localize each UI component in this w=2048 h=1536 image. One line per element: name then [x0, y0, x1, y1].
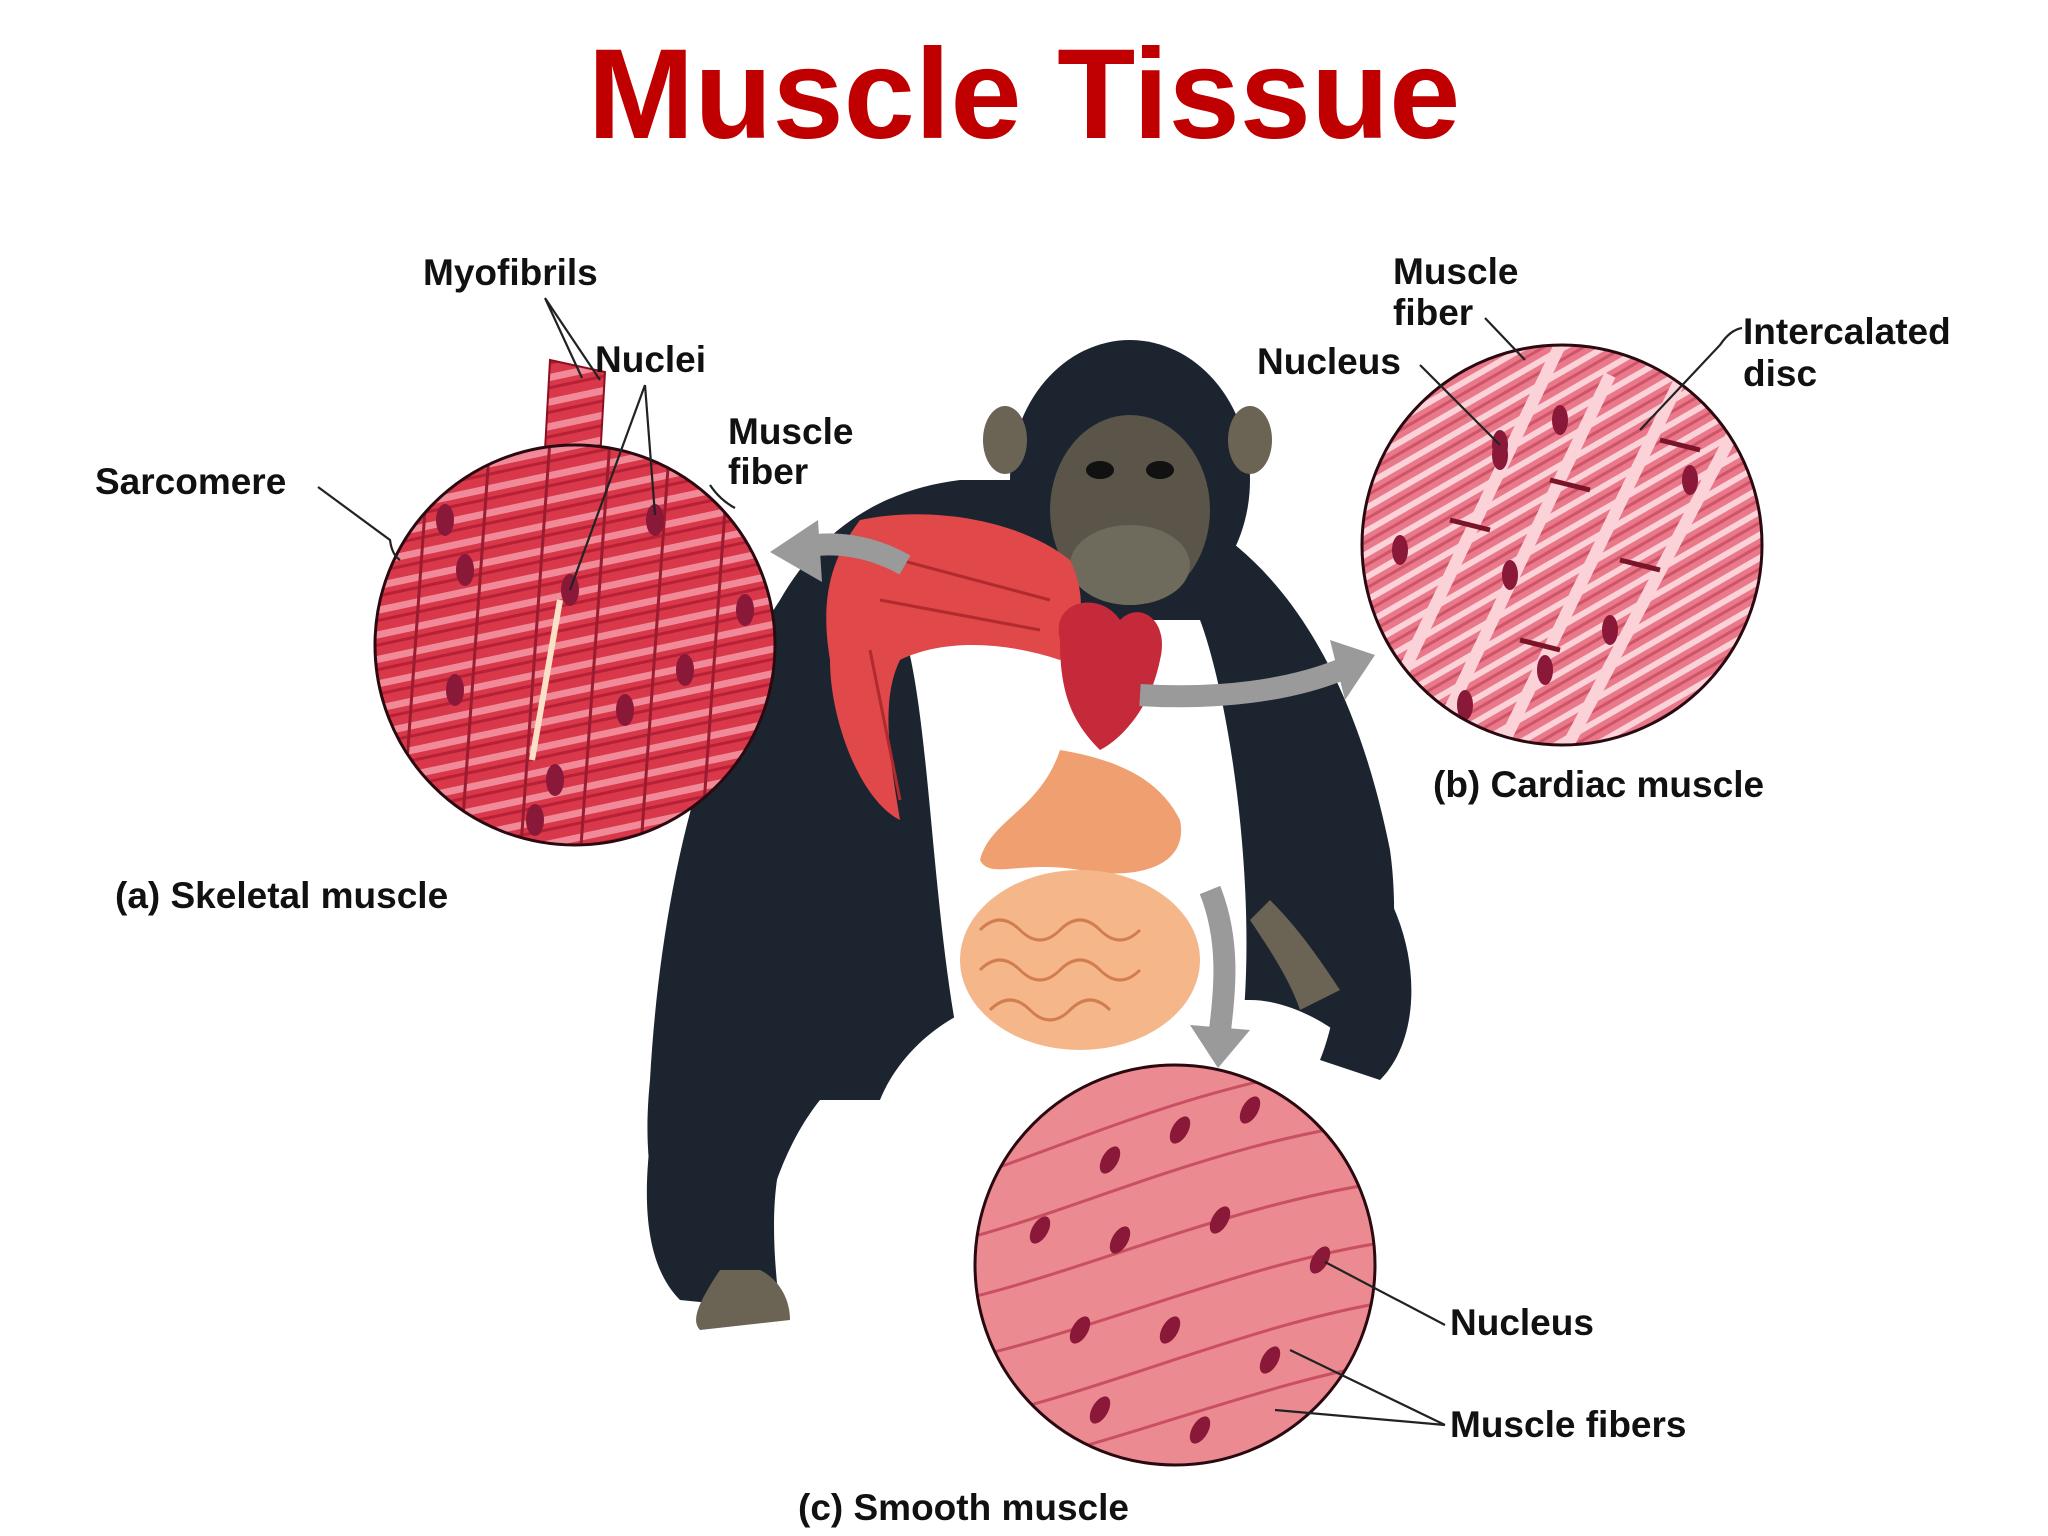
- label-intercalated-disc-2: disc: [1743, 353, 1817, 394]
- skeletal-muscle-magnified: [373, 358, 777, 847]
- leader-nuclei: [568, 384, 657, 591]
- leader-skeletal-muscle-fiber: [709, 484, 736, 509]
- leader-intercalated-disc: [1639, 326, 1743, 431]
- label-intercalated-disc-1: Intercalated: [1743, 311, 1951, 352]
- arrow-to-smooth: [1190, 885, 1250, 1068]
- smooth-muscle-magnified: [973, 1063, 1377, 1467]
- arrow-to-cardiac: [1139, 640, 1375, 708]
- caption-smooth-muscle: (c) Smooth muscle: [798, 1487, 1129, 1528]
- label-muscle-fibers: Muscle fibers: [1450, 1404, 1686, 1445]
- leader-cardiac-muscle-fiber: [1484, 317, 1526, 361]
- stomach-and-intestines: [960, 750, 1200, 1050]
- caption-skeletal-muscle: (a) Skeletal muscle: [115, 875, 448, 916]
- label-sarcomere: Sarcomere: [95, 461, 286, 502]
- arrow-to-skeletal: [770, 520, 911, 582]
- heart: [1058, 602, 1162, 750]
- caption-cardiac-muscle: (b) Cardiac muscle: [1433, 764, 1764, 805]
- leader-myofibrils: [544, 297, 601, 381]
- label-cardiac-muscle-fiber-1: Muscle: [1393, 251, 1518, 292]
- leader-sarcomere: [317, 486, 401, 561]
- label-skeletal-muscle-fiber-1: Muscle: [728, 411, 853, 452]
- page-title: Muscle Tissue: [587, 23, 1461, 166]
- label-smooth-nucleus: Nucleus: [1450, 1302, 1594, 1343]
- leader-smooth-nucleus: [1324, 1261, 1446, 1326]
- shoulder-muscles: [826, 514, 1081, 820]
- leader-cardiac-nucleus: [1419, 364, 1501, 446]
- label-nuclei: Nuclei: [595, 339, 706, 380]
- label-skeletal-muscle-fiber-2: fiber: [728, 451, 808, 492]
- leader-muscle-fibers: [1274, 1349, 1446, 1427]
- label-cardiac-muscle-fiber-2: fiber: [1393, 292, 1473, 333]
- label-cardiac-nucleus: Nucleus: [1257, 341, 1401, 382]
- label-myofibrils: Myofibrils: [423, 252, 598, 293]
- cardiac-muscle-magnified: [1360, 343, 1764, 747]
